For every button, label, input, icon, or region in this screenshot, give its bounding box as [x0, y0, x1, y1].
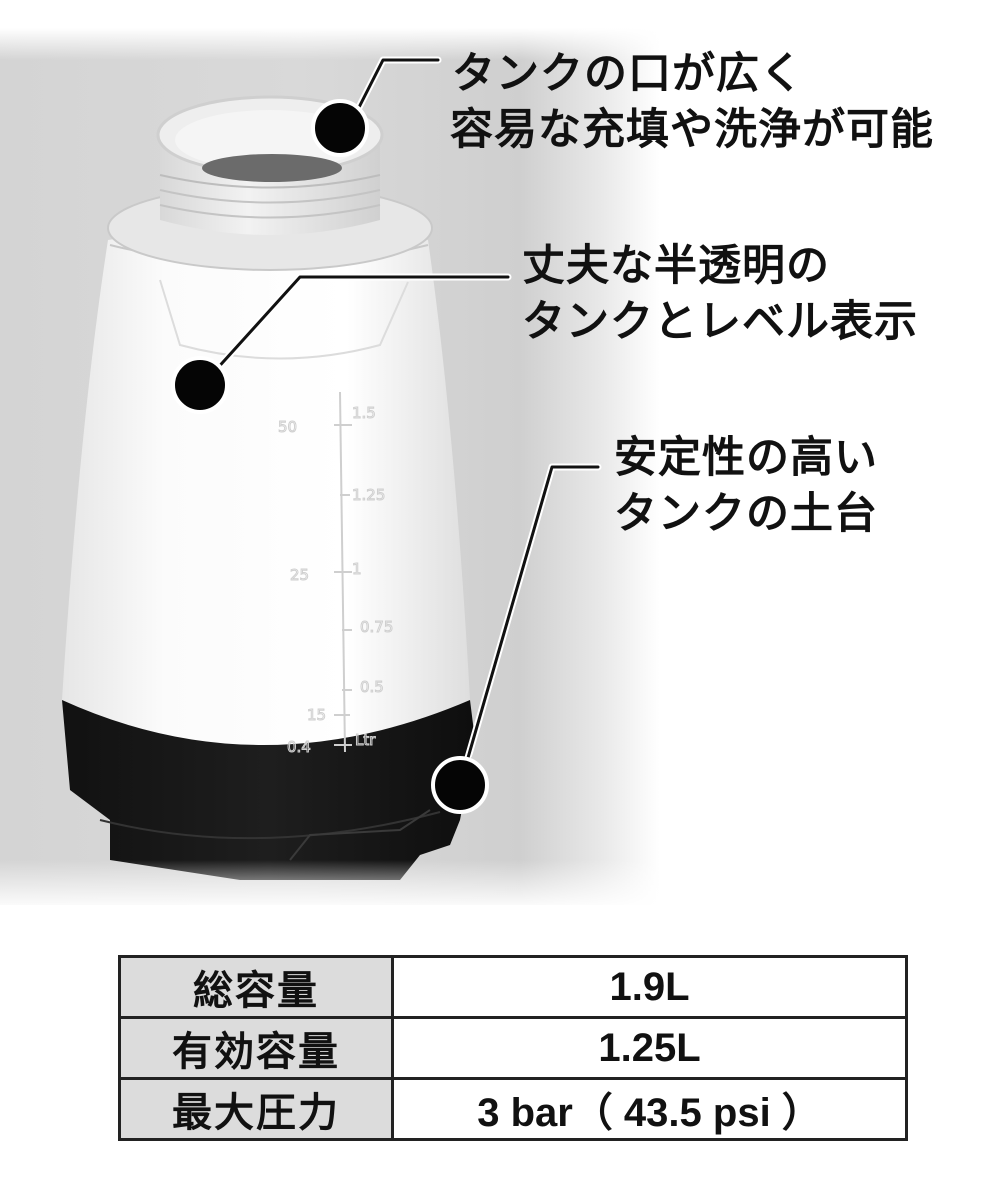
callout-line: 容易な充填や洗浄が可能: [450, 105, 934, 155]
level-scale: [334, 391, 352, 753]
callout-wide-mouth: タンクの口が広く 容易な充填や洗浄が可能: [450, 46, 934, 158]
svg-text:Ltr: Ltr: [355, 731, 376, 749]
svg-text:1.5: 1.5: [352, 404, 376, 422]
hero-bottom-fade: [0, 860, 1000, 910]
spec-label: 有効容量: [118, 1016, 394, 1080]
table-row: 最大圧力 3 bar（ 43.5 psi ）: [118, 1077, 908, 1141]
spec-table: 総容量 1.9L 有効容量 1.25L 最大圧力 3 bar（ 43.5 psi…: [118, 955, 908, 1141]
svg-text:1.25: 1.25: [352, 486, 385, 504]
table-row: 総容量 1.9L: [118, 955, 908, 1019]
tank-base: [62, 700, 475, 880]
black-dot-marker-icon: [431, 756, 489, 814]
table-row: 有効容量 1.25L: [118, 1016, 908, 1080]
tank-body: [62, 227, 470, 745]
svg-text:1: 1: [352, 560, 362, 578]
callout-markers: [171, 99, 489, 814]
spec-label: 最大圧力: [118, 1077, 394, 1141]
callout-line: 安定性の高い: [614, 433, 878, 483]
svg-text:0.75: 0.75: [360, 618, 393, 636]
spec-value: 3 bar（ 43.5 psi ）: [391, 1077, 908, 1141]
black-dot-marker-icon: [311, 99, 369, 157]
callout-stable-base: 安定性の高い タンクの土台: [614, 430, 878, 542]
spec-label: 総容量: [118, 955, 394, 1019]
svg-text:0.5: 0.5: [360, 678, 384, 696]
spec-value: 1.9L: [391, 955, 908, 1019]
callout-translucent-tank: 丈夫な半透明の タンクとレベル表示: [522, 238, 918, 350]
level-scale-labels: 50 1.5 1.25 25 1 0.75 0.5 15 0.4 Ltr: [278, 404, 394, 757]
black-dot-marker-icon: [171, 356, 229, 414]
callout-line: タンクとレベル表示: [522, 297, 918, 347]
tank-product-illustration: 50 1.5 1.25 25 1 0.75 0.5 15 0.4 Ltr: [62, 56, 602, 880]
callout-line: タンクの土台: [614, 489, 878, 539]
callout-line: タンクの口が広く: [452, 49, 804, 99]
svg-text:0.4: 0.4: [287, 738, 311, 756]
svg-text:50: 50: [278, 418, 297, 436]
svg-text:25: 25: [290, 566, 309, 584]
svg-text:15: 15: [307, 706, 326, 724]
callout-line: 丈夫な半透明の: [522, 241, 830, 291]
spec-value: 1.25L: [391, 1016, 908, 1080]
tank-neck: [107, 95, 433, 271]
callout-leader-lines: [201, 56, 602, 779]
